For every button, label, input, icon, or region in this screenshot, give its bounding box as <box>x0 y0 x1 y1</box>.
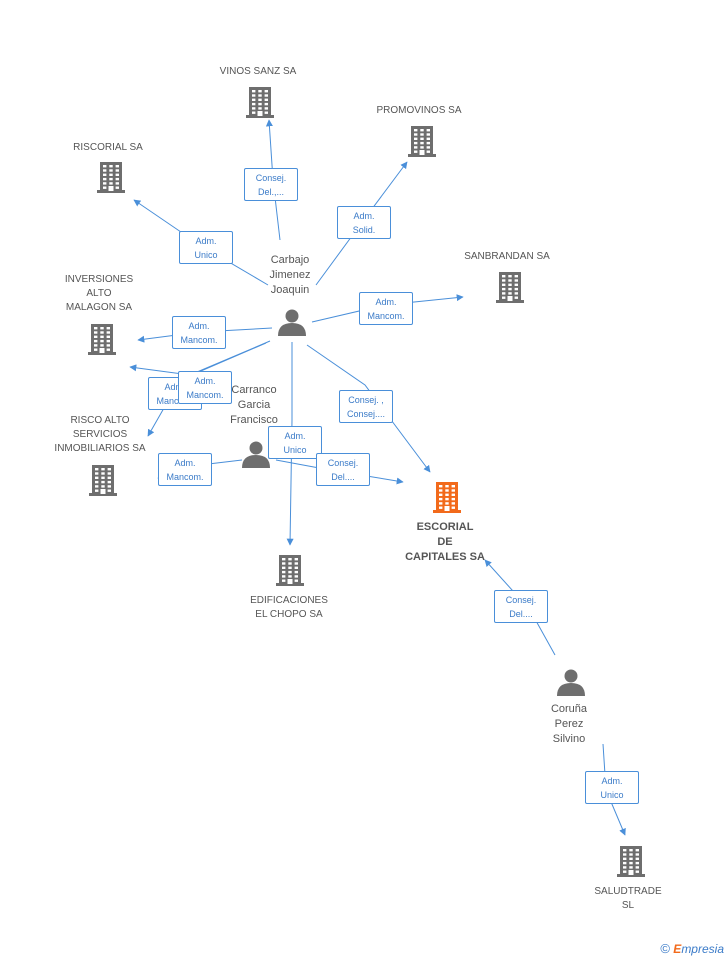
relation-label[interactable]: Consej.Del.... <box>316 453 370 486</box>
building-icon[interactable] <box>89 465 117 496</box>
company-label[interactable]: PROMOVINOS SA <box>376 105 462 116</box>
relation-label[interactable]: Adm.Mancom. <box>172 316 226 349</box>
relation-label[interactable]: Adm.Unico <box>268 426 322 459</box>
building-icon[interactable] <box>88 324 116 355</box>
empresia-logo[interactable]: © Empresia <box>660 941 724 956</box>
building-icon[interactable] <box>496 272 524 303</box>
relation-label[interactable]: Adm.Solid. <box>337 206 391 239</box>
company-label[interactable]: VINOS SANZ SA <box>219 66 297 77</box>
copyright-icon: © <box>660 941 670 956</box>
relation-label[interactable]: Consej.Del.,... <box>244 168 298 201</box>
relation-edge-9 <box>286 342 294 546</box>
relation-label[interactable]: Adm.Mancom. <box>178 371 232 404</box>
company-label[interactable]: RISCORIAL SA <box>73 142 143 153</box>
relation-label[interactable]: Adm.Unico <box>585 771 639 804</box>
building-icon[interactable] <box>276 555 304 586</box>
person-icon[interactable] <box>557 669 585 697</box>
relation-label[interactable]: Adm.Mancom. <box>158 453 212 486</box>
company-label[interactable]: SANBRANDAN SA <box>464 251 550 262</box>
building-icon[interactable] <box>433 482 461 513</box>
building-icon[interactable] <box>246 87 274 118</box>
relation-edge-7 <box>306 344 431 473</box>
building-icon[interactable] <box>408 126 436 157</box>
building-icon[interactable] <box>97 162 125 193</box>
person-icon[interactable] <box>278 309 306 337</box>
building-icon[interactable] <box>617 846 645 877</box>
relation-label[interactable]: Adm.Unico <box>179 231 233 264</box>
relation-label[interactable]: Adm.Mancom. <box>359 292 413 325</box>
person-icon[interactable] <box>242 441 270 469</box>
relation-label[interactable]: Consej. ,Consej.... <box>339 390 393 423</box>
relation-label[interactable]: Adm.Mancom. <box>148 377 202 410</box>
relation-label[interactable]: Consej.Del.... <box>494 590 548 623</box>
